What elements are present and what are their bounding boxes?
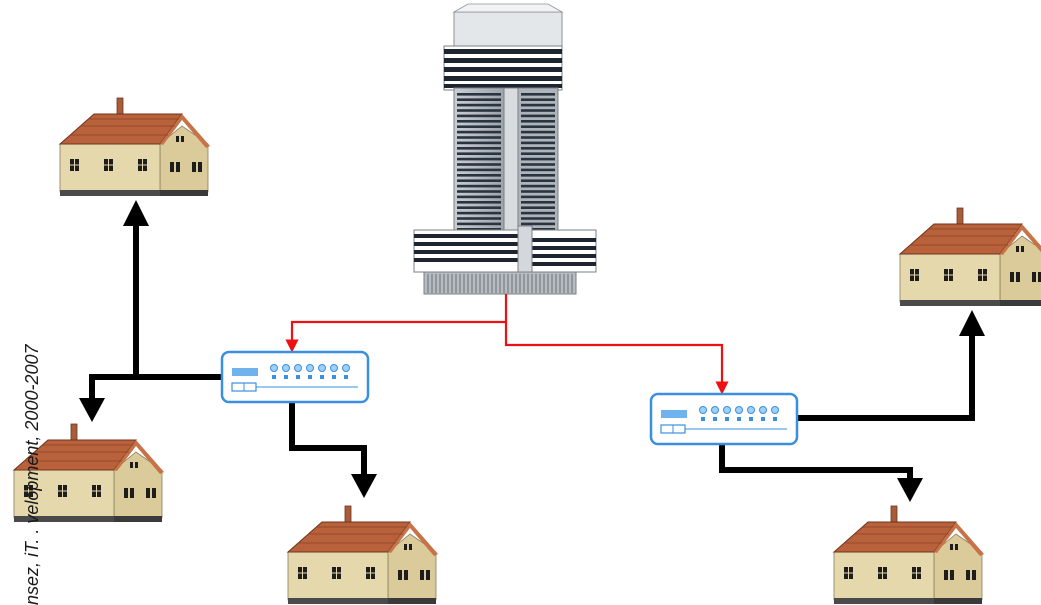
uplink-to-right-switch — [504, 322, 729, 395]
house-icon-bottom-right — [833, 505, 985, 605]
network-switch-icon-left — [220, 350, 370, 404]
arrowhead-down-house-5 — [897, 478, 923, 502]
house-icon-top-left — [59, 97, 211, 197]
network-switch-icon-right — [649, 392, 799, 446]
arrowhead-up-house-1 — [123, 200, 149, 226]
arrowhead-down-house-2 — [79, 398, 105, 422]
house-icon-bottom-center — [287, 505, 439, 605]
office-tower-icon — [413, 3, 597, 295]
link-left-switch-to-house-2 — [89, 374, 222, 402]
link-right-switch-to-house-5 — [719, 441, 913, 492]
house-icon-right — [899, 207, 1041, 307]
link-right-switch-to-house-4 — [796, 330, 975, 421]
arrowhead-down-house-3 — [351, 474, 377, 498]
link-left-switch-to-house-1 — [133, 222, 222, 380]
downlink-arrowheads — [79, 200, 985, 502]
copyright-credit: nsez, iT. . velopment, 2000-2007 — [22, 344, 42, 605]
uplink-lines — [285, 294, 729, 395]
arrowhead-up-house-4 — [959, 310, 985, 336]
link-left-switch-to-house-3 — [289, 402, 367, 478]
uplink-to-left-switch — [285, 294, 508, 353]
